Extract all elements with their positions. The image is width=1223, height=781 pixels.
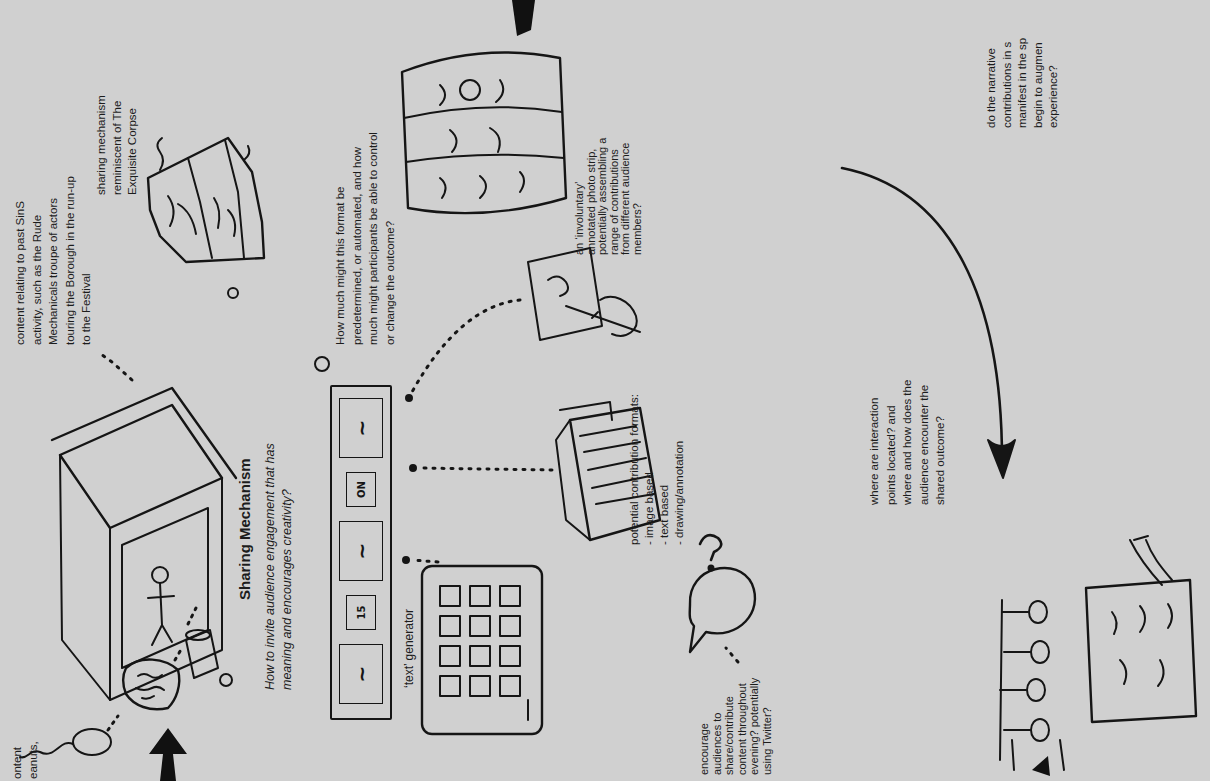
subtitle: How to invite audience engagement that h… [262, 428, 296, 690]
audience-screen-sketch [1000, 536, 1196, 770]
leader-dot [403, 557, 409, 563]
flow-arrow [149, 728, 187, 781]
list-item: - drawing/annotation [672, 355, 687, 545]
speech-bubble-sketch [690, 535, 755, 652]
annotation-note: an ‘involuntary’ annotated photo strip, … [574, 137, 643, 255]
annotation-note: sharing mechanism reminiscent of The Exq… [94, 83, 141, 195]
phone-sketch [422, 566, 542, 734]
dotted-leader [412, 560, 438, 562]
arrow-head [988, 440, 1015, 478]
annotation-note: content relating to past SinS activity, … [12, 173, 95, 345]
cell-symbol: ~ [349, 666, 373, 683]
cell-symbol: ON [356, 481, 367, 498]
flow-arrow [512, 0, 535, 36]
theatre-box-sketch [52, 388, 236, 700]
generator-cell: ON [346, 472, 376, 507]
generator-cell: ~ [339, 398, 383, 458]
cell-symbol: ~ [349, 543, 373, 560]
diagram-title: Sharing Mechanism [236, 380, 254, 600]
peanut-bag-sketch [123, 660, 179, 710]
list-item: - text based [657, 355, 672, 545]
drawing-hand-sketch [528, 248, 640, 340]
question-note: How much might this format be predetermi… [332, 131, 398, 345]
dotted-leader [412, 300, 520, 392]
leader-dot [406, 395, 412, 401]
generator-cell: 15 [346, 595, 376, 630]
folded-sheet-sketch [148, 138, 264, 262]
thought-bubble [228, 288, 238, 298]
generator-label: ‘text’ generator [402, 609, 416, 688]
question-note: where are interaction points located? an… [866, 373, 949, 505]
list-heading: potential contribution formats: [627, 355, 642, 545]
photo-strip-sketch [402, 52, 566, 213]
pointer-mark [1032, 756, 1050, 776]
page-margin [1210, 0, 1223, 781]
annotation-note: encourage audiences to share/contribute … [698, 671, 773, 775]
dotted-leader [98, 352, 132, 380]
dotted-leader [418, 468, 552, 470]
dotted-leader [726, 648, 738, 662]
generator-cell: ~ [339, 644, 383, 704]
cropped-note: ontent eanuts, [10, 735, 41, 779]
generator-strip: ‘text’ generator~15~ON~ [330, 385, 392, 720]
cell-symbol: 15 [356, 606, 367, 620]
list-item: - image based [642, 355, 657, 545]
leader-dot [410, 465, 416, 471]
cell-symbol: ~ [349, 420, 373, 437]
generator-cell: ~ [339, 521, 383, 581]
thought-bubble [315, 357, 329, 371]
question-note: do the narrative contributions in s mani… [984, 18, 1062, 128]
